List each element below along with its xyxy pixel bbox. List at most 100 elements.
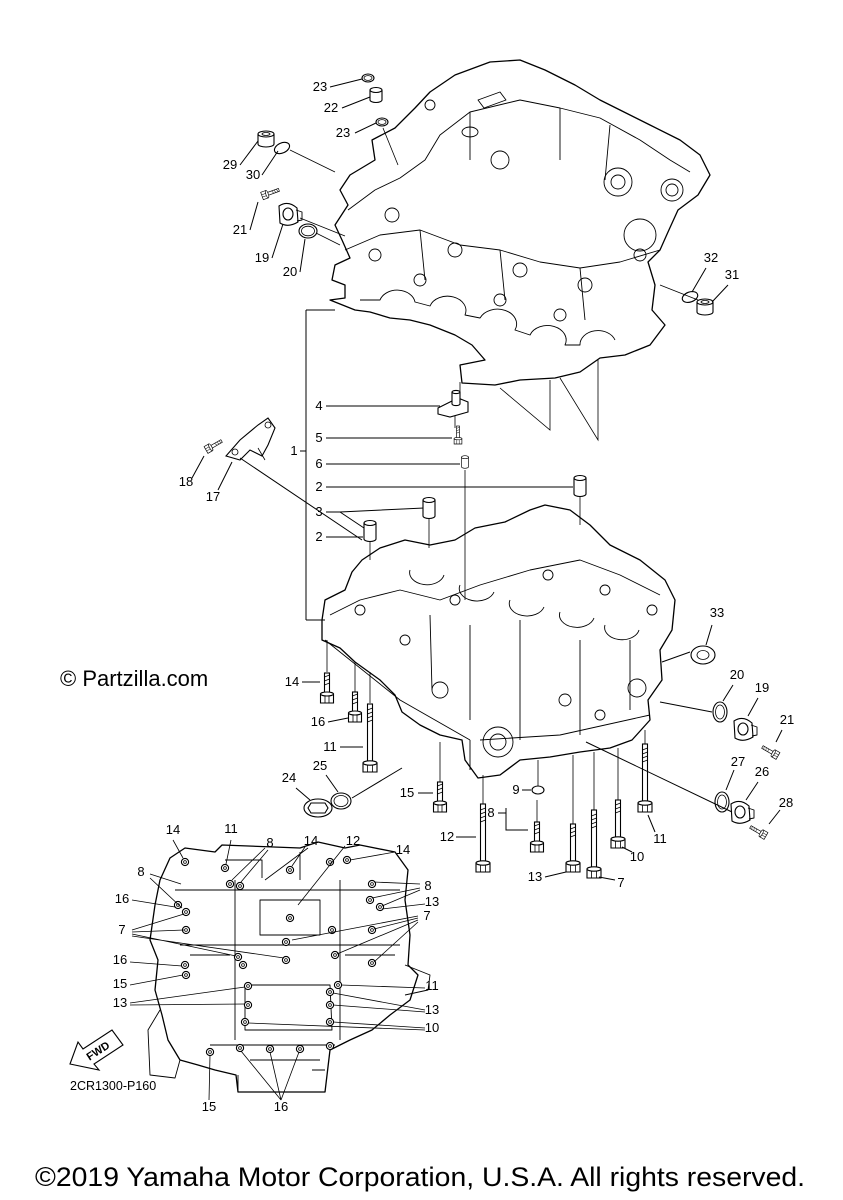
fitting-22 — [369, 86, 383, 104]
dowel-2-right — [573, 474, 587, 498]
partzilla-watermark: © Partzilla.com — [60, 666, 208, 691]
bolt-11-right — [637, 743, 653, 813]
crankcase-bottom-view — [147, 841, 431, 1093]
callout-3: 3 — [315, 504, 322, 519]
callout-8: 8 — [137, 864, 144, 879]
plug-24 — [303, 798, 333, 818]
callout-11: 11 — [653, 831, 667, 846]
oring-20-right — [712, 701, 728, 723]
callout-18: 18 — [179, 474, 193, 489]
callout-7: 7 — [617, 875, 624, 890]
callout-13: 13 — [528, 869, 542, 884]
callout-12: 12 — [346, 833, 360, 848]
callout-11: 11 — [224, 821, 238, 836]
callout-30: 30 — [246, 167, 260, 182]
callout-15: 15 — [202, 1099, 216, 1114]
leader-lines-main — [191, 78, 783, 881]
bolt-8 — [529, 821, 545, 853]
callout-5: 5 — [315, 430, 322, 445]
bolt-7 — [586, 809, 602, 879]
callout-28: 28 — [779, 795, 793, 810]
callout-13: 13 — [425, 894, 439, 909]
callout-7: 7 — [423, 908, 430, 923]
callout-2: 2 — [315, 529, 322, 544]
oring-23-lower — [375, 117, 389, 127]
cover-26 — [730, 800, 755, 824]
oring-23-top — [361, 73, 375, 83]
bolt-13 — [565, 823, 581, 873]
callout-24: 24 — [282, 770, 296, 785]
callout-16: 16 — [311, 714, 325, 729]
callout-20: 20 — [283, 264, 297, 279]
callouts-main: 23 22 23 29 30 21 19 20 32 31 4 5 1 6 2 … — [179, 79, 794, 890]
plug-31 — [696, 298, 714, 316]
bolt-21-right — [760, 743, 781, 760]
callout-26: 26 — [755, 764, 769, 779]
callout-31: 31 — [725, 267, 739, 282]
callout-15: 15 — [113, 976, 127, 991]
plug-29 — [257, 130, 275, 148]
cover-19-upper — [278, 202, 303, 226]
callout-19: 19 — [255, 250, 269, 265]
bolt-14 — [319, 672, 335, 704]
callout-13: 13 — [113, 995, 127, 1010]
callout-25: 25 — [313, 758, 327, 773]
callout-27: 27 — [731, 754, 745, 769]
callout-8: 8 — [266, 835, 273, 850]
callout-23: 23 — [313, 79, 327, 94]
callout-12: 12 — [440, 829, 454, 844]
callout-32: 32 — [704, 250, 718, 265]
callout-4: 4 — [315, 398, 322, 413]
plug-33 — [690, 645, 716, 665]
callout-14: 14 — [166, 822, 180, 837]
dowel-3 — [422, 496, 436, 520]
callout-14: 14 — [304, 833, 318, 848]
callout-8: 8 — [424, 878, 431, 893]
callout-7: 7 — [118, 922, 125, 937]
fwd-arrow-icon: FWD — [69, 1029, 124, 1071]
callout-14: 14 — [396, 842, 410, 857]
callout-22: 22 — [324, 100, 338, 115]
callout-1: 1 — [290, 443, 297, 458]
lower-crankcase — [321, 504, 676, 779]
callout-10: 10 — [425, 1020, 439, 1035]
upper-crankcase — [329, 59, 711, 386]
callout-11: 11 — [323, 739, 337, 754]
oring-27 — [714, 791, 730, 813]
callout-19: 19 — [755, 680, 769, 695]
callout-16: 16 — [274, 1099, 288, 1114]
callout-6: 6 — [315, 456, 322, 471]
callout-33: 33 — [710, 605, 724, 620]
oring-30 — [273, 141, 291, 155]
cover-19-right — [733, 717, 758, 741]
oring-25 — [330, 792, 352, 810]
bolt-11-left — [362, 703, 378, 773]
bolt-21-upper — [260, 185, 281, 200]
callout-2: 2 — [315, 479, 322, 494]
diagram-code: 2CR1300-P160 — [70, 1079, 156, 1093]
callout-9: 9 — [512, 782, 519, 797]
callout-29: 29 — [223, 157, 237, 172]
callout-20: 20 — [730, 667, 744, 682]
oring-9 — [531, 785, 545, 795]
assembly-bracket-lines — [300, 309, 599, 621]
callout-21: 21 — [233, 222, 247, 237]
callout-16: 16 — [115, 891, 129, 906]
oring-20-upper — [298, 223, 318, 239]
copyright-notice: ©2019 Yamaha Motor Corporation, U.S.A. A… — [35, 1162, 805, 1192]
bolt-10 — [610, 799, 626, 849]
callout-23: 23 — [336, 125, 350, 140]
callout-16: 16 — [113, 952, 127, 967]
callout-10: 10 — [630, 849, 644, 864]
bolt-5 — [453, 425, 463, 445]
callout-15: 15 — [400, 785, 414, 800]
callout-11: 11 — [425, 978, 439, 993]
leader-lines-inset — [129, 839, 426, 1101]
bolt-15 — [432, 781, 448, 813]
callout-14: 14 — [285, 674, 299, 689]
callout-17: 17 — [206, 489, 220, 504]
callout-21: 21 — [780, 712, 794, 727]
bracket-17 — [225, 417, 276, 461]
bracket-4 — [437, 389, 469, 418]
